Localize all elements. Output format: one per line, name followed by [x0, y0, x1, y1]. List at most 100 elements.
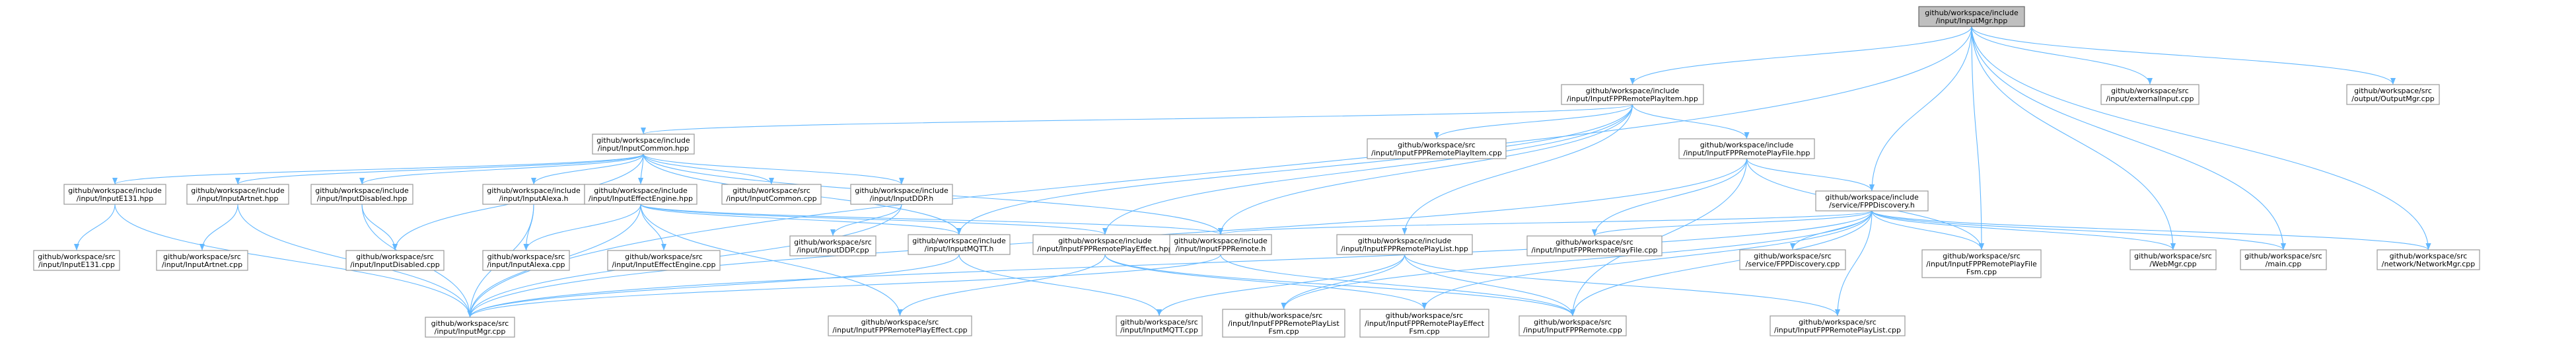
node-label-line: github/workspace/src	[2134, 252, 2212, 260]
graph-node-disabled-hpp[interactable]: github/workspace/include/input/InputDisa…	[310, 184, 413, 205]
node-label-line: /input/InputCommon.cpp	[726, 194, 816, 203]
graph-node-rplfsm-cpp[interactable]: github/workspace/src/input/InputFPPRemot…	[1222, 309, 1345, 338]
edge-n_effect_hpp-to-n_rpe_cpp	[640, 204, 903, 317]
graph-node-inputmgr-cpp[interactable]: github/workspace/src/input/InputMgr.cpp	[425, 317, 515, 338]
graph-node-webmgr-cpp[interactable]: github/workspace/src/WebMgr.cpp	[2129, 249, 2217, 270]
graph-node-remote-cpp[interactable]: github/workspace/src/input/InputFPPRemot…	[1519, 315, 1627, 336]
node-label-line: github/workspace/src	[794, 238, 872, 247]
graph-node-rpe-cpp[interactable]: github/workspace/src/input/InputFPPRemot…	[828, 315, 972, 336]
edge-n_effect_hpp-to-n_alexa_cpp	[523, 204, 641, 251]
node-box	[1770, 315, 1906, 336]
edge-n_inputmgr_hpp-to-n_outputmgr_cpp	[1971, 26, 2396, 85]
node-label-line: /input/InputMQTT.cpp	[1120, 326, 1198, 334]
node-layer: github/workspace/include/input/InputMgr.…	[33, 6, 2480, 338]
edge-n_ddp_h-to-n_ddp_cpp	[830, 204, 902, 237]
graph-node-mqtt-cpp[interactable]: github/workspace/src/input/InputMQTT.cpp	[1116, 315, 1203, 336]
node-label-line: /input/InputFPPRemote.cpp	[1523, 326, 1622, 334]
graph-node-e131-cpp[interactable]: github/workspace/src/input/InputE131.cpp	[33, 250, 120, 271]
node-label-line: github/workspace/src	[431, 319, 509, 328]
node-label-line: github/workspace/include	[315, 186, 409, 195]
edge-n_rpe_hpp-to-n_remote_cpp	[1104, 254, 1575, 317]
node-label-line: /input/InputFPPRemotePlayFile.hpp	[1683, 149, 1810, 157]
graph-node-fppdisc-h[interactable]: github/workspace/include/service/FPPDisc…	[1815, 190, 1929, 212]
node-label-line: /input/InputDDP.h	[870, 194, 934, 203]
node-label-line: github/workspace/include	[191, 186, 285, 195]
graph-node-rpffsm-cpp[interactable]: github/workspace/src/input/InputFPPRemot…	[1921, 249, 2042, 278]
graph-node-outputmgr-cpp[interactable]: github/workspace/src/output/OutputMgr.cp…	[2346, 84, 2440, 105]
node-box	[1336, 234, 1473, 255]
node-box	[33, 250, 120, 271]
node-label-line: /input/InputFPPRemotePlayEffect	[1365, 319, 1485, 328]
edge-n_common_hpp-to-n_disabled_hpp	[359, 153, 644, 185]
edge-n_rpi_hpp-to-n_mqtt_h	[956, 104, 1633, 235]
edge-n_fppdisc_h-to-n_webmgr_cpp	[1871, 210, 2176, 251]
edge-n_inputmgr_hpp-to-n_rpffsm_cpp	[1971, 26, 1984, 251]
node-box	[1921, 249, 2042, 278]
graph-node-netmgr-cpp[interactable]: github/workspace/src/network/NetworkMgr.…	[2377, 249, 2480, 270]
graph-node-effect-hpp[interactable]: github/workspace/include/input/InputEffe…	[584, 184, 698, 205]
edge-n_rpi_hpp-to-n_remote_h	[1218, 104, 1633, 235]
graph-node-e131-hpp[interactable]: github/workspace/include/input/InputE131…	[63, 184, 166, 205]
edge-n_inputmgr_hpp-to-n_external_cpp	[1971, 26, 2153, 85]
graph-node-artnet-cpp[interactable]: github/workspace/src/input/InputArtnet.c…	[156, 250, 248, 271]
graph-node-rpi-cpp[interactable]: github/workspace/src/input/InputFPPRemot…	[1367, 138, 1507, 159]
node-box	[1032, 234, 1178, 255]
graph-node-alexa-h[interactable]: github/workspace/include/input/InputAlex…	[482, 184, 585, 205]
edge-n_common_hpp-to-n_e131_hpp	[112, 153, 644, 185]
node-label-line: /input/InputMgr.cpp	[435, 327, 506, 336]
edge-n_common_hpp-to-n_artnet_hpp	[235, 153, 644, 185]
edge-n_artnet_hpp-to-n_artnet_cpp	[199, 204, 238, 251]
graph-node-artnet-hpp[interactable]: github/workspace/include/input/InputArtn…	[186, 184, 289, 205]
edge-layer	[74, 26, 2431, 318]
node-label-line: github/workspace/include	[912, 237, 1006, 245]
node-label-line: /input/InputMQTT.h	[925, 245, 994, 253]
node-label-line: Fsm.cpp	[1966, 268, 1997, 276]
edge-n_common_hpp-to-n_effect_hpp	[638, 153, 644, 185]
edge-n_rpi_hpp-to-n_rpe_hpp	[1102, 104, 1633, 235]
node-box	[789, 235, 877, 256]
graph-node-rpl-hpp[interactable]: github/workspace/include/input/InputFPPR…	[1336, 234, 1473, 255]
edge-n_common_hpp-to-n_ddp_h	[643, 153, 904, 185]
graph-node-main-cpp[interactable]: github/workspace/src/main.cpp	[2240, 249, 2327, 270]
edge-n_inputmgr_hpp-to-n_rpi_hpp	[1629, 26, 1972, 85]
graph-node-remote-h[interactable]: github/workspace/include/input/InputFPPR…	[1169, 234, 1272, 255]
graph-node-common-cpp[interactable]: github/workspace/src/input/InputCommon.c…	[721, 184, 822, 205]
edge-n_fppdisc_h-to-n_rplfsm_cpp	[1281, 210, 1873, 310]
graph-node-fppdisc-cpp[interactable]: github/workspace/src/service/FPPDiscover…	[1739, 249, 1846, 270]
graph-node-disabled-cpp[interactable]: github/workspace/src/input/InputDisabled…	[345, 250, 445, 271]
node-label-line: github/workspace/include	[596, 136, 690, 145]
node-box	[310, 184, 413, 205]
graph-node-rpe-hpp[interactable]: github/workspace/include/input/InputFPPR…	[1032, 234, 1178, 255]
graph-node-ddp-cpp[interactable]: github/workspace/src/input/InputDDP.cpp	[789, 235, 877, 256]
graph-node-rpi-hpp[interactable]: github/workspace/include/input/InputFPPR…	[1561, 84, 1704, 105]
edge-n_e131_hpp-to-n_e131_cpp	[74, 204, 116, 251]
graph-node-ddp-h[interactable]: github/workspace/include/input/InputDDP.…	[850, 184, 953, 205]
graph-node-common-hpp[interactable]: github/workspace/include/input/InputComm…	[592, 134, 695, 155]
graph-node-rpf-hpp[interactable]: github/workspace/include/input/InputFPPR…	[1678, 138, 1815, 159]
node-label-line: github/workspace/include	[855, 186, 948, 195]
node-label-line: github/workspace/src	[163, 252, 241, 261]
node-label-line: github/workspace/src	[861, 318, 939, 327]
graph-node-alexa-cpp[interactable]: github/workspace/src/input/InputAlexa.cp…	[482, 250, 570, 271]
graph-node-external-cpp[interactable]: github/workspace/src/input/externalInput…	[2100, 84, 2200, 105]
graph-node-mqtt-h[interactable]: github/workspace/include/input/InputMQTT…	[908, 234, 1011, 255]
node-box	[1918, 6, 2025, 27]
edge-n_rpi_hpp-to-n_common_hpp	[641, 104, 1633, 135]
edge-n_fppdisc_h-to-n_netmgr_cpp	[1871, 210, 2431, 251]
edge-n_rpe_hpp-to-n_rpefsm_cpp	[1104, 254, 1427, 310]
node-label-line: github/workspace/src	[1386, 311, 1464, 320]
node-label-line: /input/InputDDP.cpp	[797, 246, 869, 254]
node-label-line: /input/InputEffectEngine.cpp	[612, 260, 715, 269]
edge-n_fppdisc_h-to-n_rpefsm_cpp	[1421, 210, 1873, 310]
node-label-line: /output/OutputMgr.cpp	[2351, 95, 2434, 103]
node-box	[1359, 309, 1489, 338]
graph-node-rpl-cpp[interactable]: github/workspace/src/input/InputFPPRemot…	[1770, 315, 1906, 336]
edge-n_rpf_hpp-to-n_fppdisc_h	[1746, 158, 1875, 192]
node-box	[828, 315, 972, 336]
graph-node-rpefsm-cpp[interactable]: github/workspace/src/input/InputFPPRemot…	[1359, 309, 1489, 338]
graph-node-rpf-cpp[interactable]: github/workspace/src/input/InputFPPRemot…	[1526, 235, 1663, 256]
node-box	[1739, 249, 1846, 270]
edge-n_effect_hpp-to-n_rpe_hpp	[640, 204, 1108, 235]
graph-node-effect-cpp[interactable]: github/workspace/src/input/InputEffectEn…	[607, 250, 721, 271]
